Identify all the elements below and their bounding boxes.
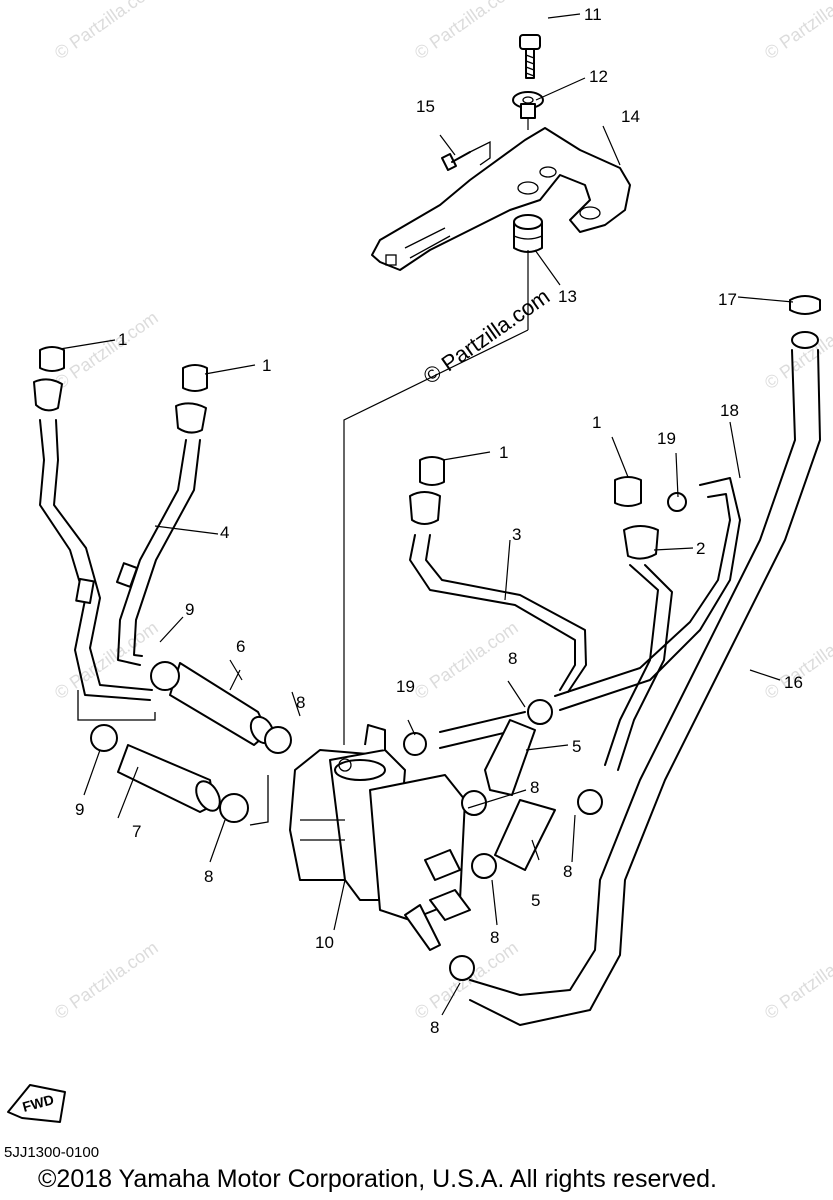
fuel-pump — [289, 724, 471, 951]
watermark: © Partzilla.com — [411, 937, 522, 1023]
callout-11: 11 — [584, 5, 602, 24]
callout-10: 10 — [315, 933, 334, 952]
callout-8: 8 — [204, 867, 213, 886]
watermark: © Partzilla.com — [411, 0, 522, 63]
callout-5: 5 — [572, 737, 581, 756]
watermark: © Partzilla.com — [51, 307, 162, 393]
hose-16 — [469, 295, 821, 1026]
bracket-assembly — [343, 34, 631, 745]
callout-17: 17 — [718, 290, 737, 309]
copyright-notice: ©2018 Yamaha Motor Corporation, U.S.A. A… — [38, 1165, 717, 1193]
watermark: © Partzilla.com — [761, 937, 833, 1023]
callout-1: 1 — [118, 330, 127, 349]
diagram-code: 5JJ1300-0100 — [4, 1144, 100, 1161]
callout-8: 8 — [430, 1018, 439, 1037]
callout-12: 12 — [589, 67, 608, 86]
callout-labels: 11 12 15 14 13 17 1 1 1 1 19 18 2 3 4 9 … — [75, 5, 803, 1037]
callout-8: 8 — [563, 862, 572, 881]
callout-1: 1 — [262, 356, 271, 375]
callout-6: 6 — [236, 637, 245, 656]
callout-13: 13 — [558, 287, 577, 306]
left-hose-assembly — [33, 346, 208, 701]
watermark: © Partzilla.com — [411, 617, 522, 703]
fwd-label: FWD — [21, 1091, 56, 1115]
leader-lines — [59, 13, 794, 1016]
callout-16: 16 — [784, 673, 803, 692]
callout-19: 19 — [657, 429, 676, 448]
center-right-hoses — [403, 456, 741, 981]
callout-7: 7 — [132, 822, 141, 841]
callout-1: 1 — [499, 443, 508, 462]
hoses-6-7 — [77, 661, 292, 826]
callout-4: 4 — [220, 523, 229, 542]
watermark: © Partzilla.com — [761, 0, 833, 63]
callout-19: 19 — [396, 677, 415, 696]
callout-5: 5 — [531, 891, 540, 910]
watermark: © Partzilla.com — [761, 307, 833, 393]
callout-2: 2 — [696, 539, 705, 558]
watermark: © Partzilla.com — [51, 0, 162, 63]
callout-9: 9 — [185, 600, 194, 619]
fwd-arrow: FWD — [7, 1084, 66, 1123]
callout-18: 18 — [720, 401, 739, 420]
callout-15: 15 — [416, 97, 435, 116]
callout-8: 8 — [530, 778, 539, 797]
callout-8: 8 — [508, 649, 517, 668]
callout-8: 8 — [296, 693, 305, 712]
callout-3: 3 — [512, 525, 521, 544]
watermark: © Partzilla.com — [51, 617, 162, 703]
callout-14: 14 — [621, 107, 640, 126]
callout-1: 1 — [592, 413, 601, 432]
watermark: © Partzilla.com — [51, 937, 162, 1023]
callout-8: 8 — [490, 928, 499, 947]
callout-9: 9 — [75, 800, 84, 819]
